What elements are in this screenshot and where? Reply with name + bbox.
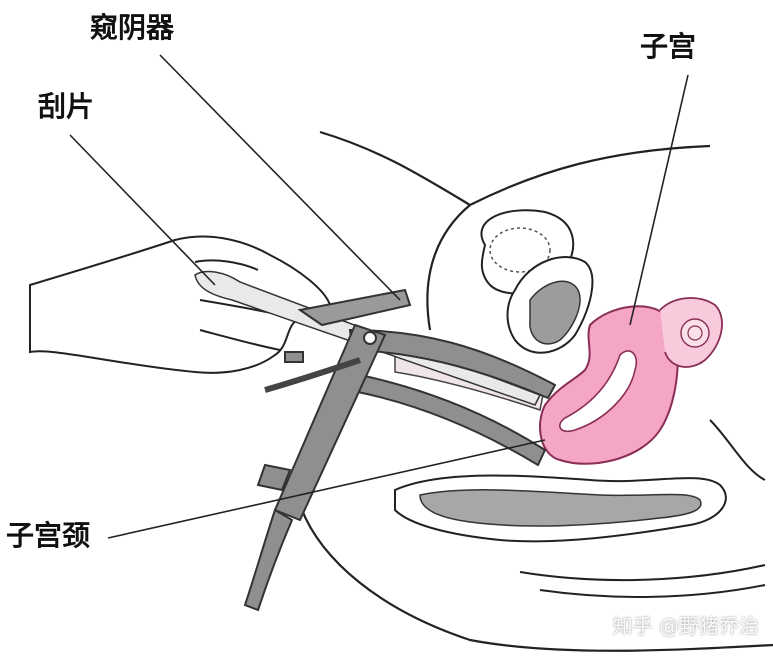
label-speculum: 窥阴器 bbox=[90, 11, 175, 44]
label-uterus: 子宫 bbox=[640, 30, 697, 63]
label-cervix: 子宫颈 bbox=[6, 519, 91, 552]
leader-spatula bbox=[69, 134, 216, 286]
watermark: 知乎 @野猪乔治 bbox=[612, 614, 759, 638]
leader-cervix bbox=[107, 439, 546, 539]
sacrum-lines bbox=[519, 419, 766, 598]
uterus-shape bbox=[539, 297, 723, 465]
leader-lines bbox=[69, 54, 689, 539]
speculum bbox=[243, 288, 557, 612]
rectum bbox=[394, 474, 727, 543]
body-outline bbox=[298, 130, 773, 652]
label-spatula: 刮片 bbox=[38, 90, 95, 123]
leader-speculum bbox=[159, 54, 401, 301]
pubic-bone bbox=[506, 256, 594, 354]
leader-uterus bbox=[629, 74, 689, 326]
